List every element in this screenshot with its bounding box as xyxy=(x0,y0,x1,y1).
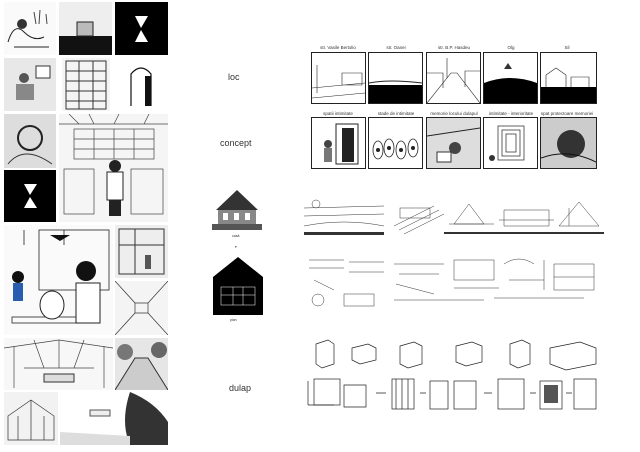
concept-frame-3 xyxy=(426,117,481,169)
concept-caption-5: spat protectoare memoriei xyxy=(540,111,594,116)
loc-frame-2 xyxy=(368,52,423,104)
collage-sketch-grass-room xyxy=(60,392,168,445)
collage-sketch-archive-room xyxy=(59,114,168,222)
loc-caption-5: Sil xyxy=(564,45,570,50)
concept-caption-3: memorie locului dulapul xyxy=(430,111,478,116)
house-caption: casă xyxy=(232,234,240,238)
sketch-row-2 xyxy=(304,250,604,312)
loc-frame-5 xyxy=(540,52,597,104)
collage-sketch-greenhouse-interior xyxy=(4,338,113,390)
collage-sketch-shelves xyxy=(62,58,110,111)
section-label-dulap: dulap xyxy=(229,383,252,393)
sketch-row-1 xyxy=(304,196,604,244)
collage-sketch-child-and-mother xyxy=(4,225,113,335)
collage-sketch-reading-room xyxy=(115,225,168,278)
plan-caption: plan xyxy=(230,318,237,322)
collage-sketch-door xyxy=(115,58,168,111)
collage-sketch-fence xyxy=(59,2,112,55)
collage-sketch-corridor xyxy=(115,281,168,335)
floor-plan-dark xyxy=(213,257,263,315)
loc-caption-2: str. Oanei xyxy=(386,45,406,50)
loc-caption-4: Olg xyxy=(507,45,515,50)
collage-hourglass-dark-2 xyxy=(4,170,56,222)
collage-sketch-scribble-portrait xyxy=(4,114,56,168)
concept-frame-5 xyxy=(540,117,597,169)
concept-frame-4 xyxy=(483,117,538,169)
loc-frame-4 xyxy=(483,52,538,104)
collage-sketch-greenhouse-exterior xyxy=(4,392,58,445)
concept-caption-2: stade de intimitate xyxy=(377,111,415,116)
concept-caption-1: spatii intimitate xyxy=(323,111,353,116)
collage-sketch-plants-path xyxy=(115,338,168,390)
dulap-isometric-row xyxy=(310,334,600,374)
loc-frame-3 xyxy=(426,52,481,104)
dulap-elevation-row xyxy=(304,375,600,413)
arrow-down-icon: ▾ xyxy=(235,245,237,249)
loc-caption-1: str. Vasile Bertolio xyxy=(320,45,356,50)
house-photo xyxy=(212,186,262,230)
loc-frame-1 xyxy=(311,52,366,104)
collage-sketch-figure-garden xyxy=(4,2,56,55)
section-label-concept: concept xyxy=(220,138,252,148)
concept-frame-1 xyxy=(311,117,366,169)
collage-hourglass-dark xyxy=(115,2,168,55)
section-label-loc: loc xyxy=(228,72,240,82)
concept-frame-2 xyxy=(368,117,423,169)
concept-caption-4: intimitate - interioritate xyxy=(488,111,534,116)
loc-caption-3: str. B.P. Hasdeu xyxy=(438,45,470,50)
collage-sketch-interior-person xyxy=(4,58,56,111)
